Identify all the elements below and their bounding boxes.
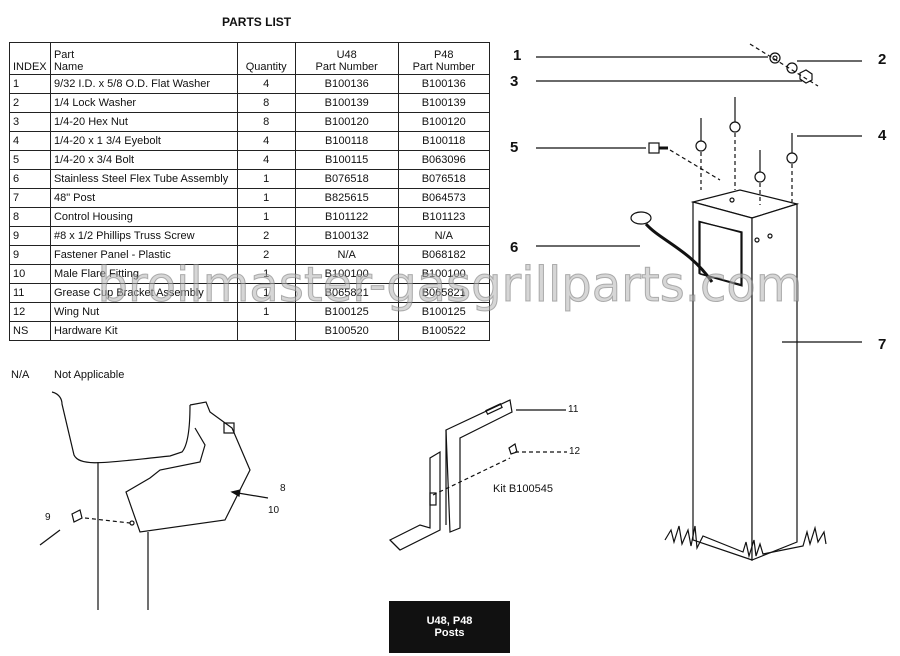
cell-quantity	[236, 321, 296, 341]
callout-9: 9	[45, 512, 51, 523]
callout-7: 7	[878, 336, 887, 353]
cell-p48: B100100	[397, 264, 490, 284]
cell-part-name: 48" Post	[49, 188, 238, 208]
legend-abbr: N/A	[11, 369, 30, 381]
callout-1: 1	[513, 47, 522, 64]
cell-p48: B063096	[397, 150, 490, 170]
cell-part-name: Fastener Panel - Plastic	[49, 245, 238, 265]
cell-part-name: Stainless Steel Flex Tube Assembly	[49, 169, 238, 189]
cell-p48: B076518	[397, 169, 490, 189]
hardware-drawing	[749, 43, 819, 87]
cell-part-name: Male Flare Fitting	[49, 264, 238, 284]
parts-list-title: PARTS LIST	[222, 15, 292, 29]
eyebolts-drawing	[695, 97, 798, 205]
callout-5: 5	[510, 139, 519, 156]
callout-12: 12	[569, 446, 581, 457]
badge-models: U48, P48	[426, 615, 473, 627]
cell-u48: B100136	[294, 74, 399, 94]
cell-p48: B065821	[397, 283, 490, 303]
control-housing-drawing	[39, 391, 269, 610]
cell-index: 11	[9, 283, 51, 303]
cell-p48: B100139	[397, 93, 490, 113]
callout-10: 10	[268, 505, 280, 516]
callout-11: 11	[568, 404, 579, 415]
bolt-drawing	[648, 142, 721, 181]
callout-4: 4	[878, 127, 887, 144]
cell-u48: B100520	[294, 321, 399, 341]
cell-u48: B100139	[294, 93, 399, 113]
cell-u48: B101122	[294, 207, 399, 227]
header-index: INDEX	[9, 42, 51, 75]
cell-p48: B100118	[397, 131, 490, 151]
cell-part-name: 1/4 Lock Washer	[49, 93, 238, 113]
legend: N/A Not Applicable	[11, 369, 124, 381]
post-drawing	[690, 189, 800, 561]
kit-label: Kit B100545	[493, 483, 553, 495]
badge-subject: Posts	[434, 627, 465, 639]
cell-p48: B100522	[397, 321, 490, 341]
grass-drawing	[664, 525, 827, 559]
flex-tube-drawing	[630, 211, 714, 283]
cell-index: 9	[9, 226, 51, 246]
callout-8: 8	[280, 483, 286, 494]
model-badge: U48, P48 Posts	[389, 601, 510, 653]
cell-index: NS	[9, 321, 51, 341]
cell-p48: B068182	[397, 245, 490, 265]
header-quantity: Quantity	[236, 42, 296, 75]
callout-6: 6	[510, 239, 519, 256]
cell-part-name: Grease Cup Bracket Assembly	[49, 283, 238, 303]
cell-index: 12	[9, 302, 51, 322]
callout-3: 3	[510, 73, 519, 90]
callout-2: 2	[878, 51, 887, 68]
legend-meaning: Not Applicable	[54, 369, 125, 381]
bracket-drawing	[388, 399, 567, 551]
